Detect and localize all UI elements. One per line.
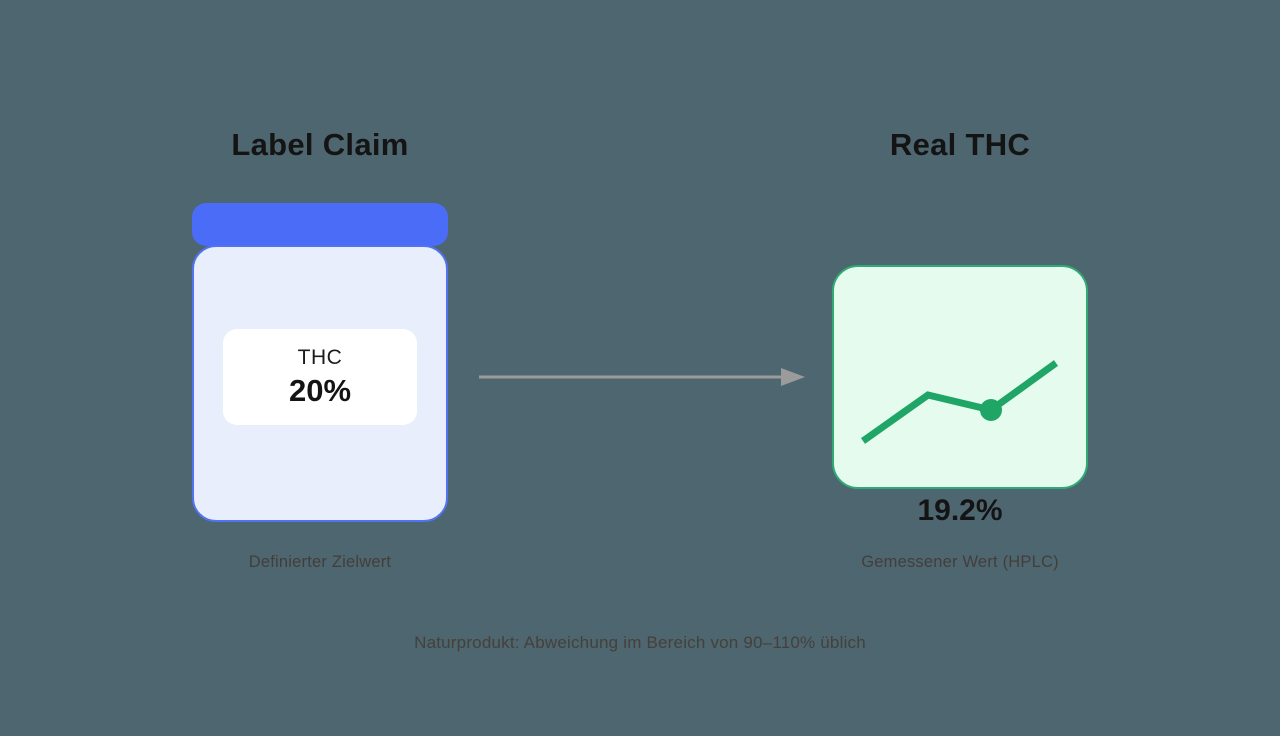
measured-thc-value: 19.2%	[917, 494, 1003, 527]
label-claim-title: Label Claim	[231, 127, 409, 162]
right-caption: Gemessener Wert (HPLC)	[861, 553, 1059, 571]
jar-lid	[192, 203, 448, 246]
right-arrow-icon	[479, 368, 805, 386]
jar-label-claim-value: 20%	[288, 372, 352, 408]
jar-label: THC 20%	[223, 329, 417, 425]
trend-line	[860, 360, 1059, 444]
footer-note: Naturprodukt: Abweichung im Bereich von …	[414, 633, 866, 652]
real-thc-title: Real THC	[889, 127, 1031, 162]
jar-label-substance: THC	[297, 345, 343, 369]
left-caption: Definierter Zielwert	[248, 553, 392, 571]
measurement-chart-box	[832, 265, 1088, 489]
arrow-head	[781, 368, 805, 386]
trend-point-marker	[980, 399, 1002, 421]
trend-line-icon	[860, 360, 1059, 444]
